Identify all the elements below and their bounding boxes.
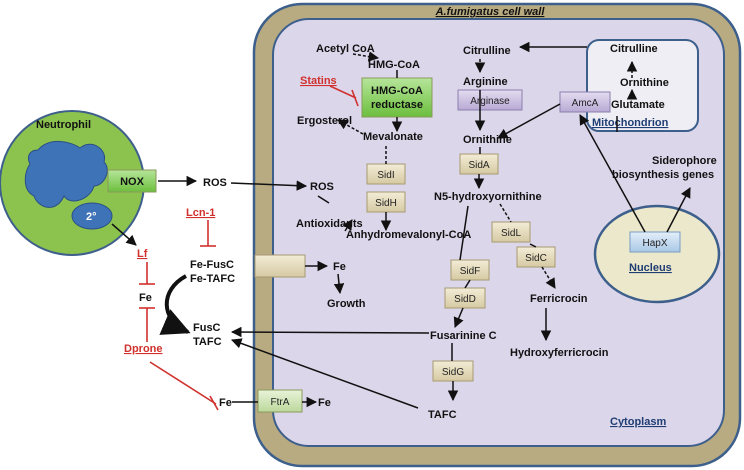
sidc-label: SidC xyxy=(525,253,547,264)
nucleus-label: Nucleus xyxy=(629,262,672,274)
hapx-box xyxy=(629,231,681,253)
sida-label: SidA xyxy=(468,160,489,171)
ferricrocin: Ferricrocin xyxy=(530,293,588,305)
ftra-box xyxy=(257,389,303,413)
hmgcoa-reductase-label-2: reductase xyxy=(371,99,423,111)
hydroxyferricrocin: Hydroxyferricrocin xyxy=(510,347,609,359)
amca-box xyxy=(559,91,611,113)
arginine: Arginine xyxy=(463,76,508,88)
n5-hydroxyornithine: N5-hydroxyornithine xyxy=(434,191,542,203)
inhibition-lines xyxy=(139,85,359,411)
amca-label: AmcA xyxy=(572,98,599,109)
arginase-box xyxy=(457,89,523,111)
fe-tafc: Fe-TAFC xyxy=(190,273,235,285)
sidg-label: SidG xyxy=(442,367,464,378)
hmg-coa: HMG-CoA xyxy=(368,59,420,71)
citrulline: Citrulline xyxy=(463,45,511,57)
growth: Growth xyxy=(327,298,366,310)
tafc-inside: TAFC xyxy=(428,409,457,421)
hapx-label: HapX xyxy=(642,238,667,249)
mitochondrion xyxy=(586,39,699,132)
fusarinine-c: Fusarinine C xyxy=(430,330,497,342)
mito-ornithine: Ornithine xyxy=(620,77,669,89)
anhydromevalonyl-coa: Anhydromevalonyl-CoA xyxy=(346,229,471,241)
granule-label: 2° xyxy=(86,211,97,223)
tafc-outside: TAFC xyxy=(193,336,222,348)
fe-low: Fe xyxy=(219,397,232,409)
sidi-label: SidI xyxy=(377,170,394,181)
lf-label: Lf xyxy=(137,248,148,260)
neutrophil-nucleus xyxy=(24,141,108,208)
nucleus xyxy=(593,204,721,304)
siderophore-genes-1: Siderophore xyxy=(652,155,717,167)
dprone-label: Dprone xyxy=(124,343,163,355)
ergosterol: Ergosterol xyxy=(297,115,352,127)
nox-box xyxy=(107,169,157,193)
acetyl-coa: Acetyl CoA xyxy=(316,43,375,55)
mito-citrulline: Citrulline xyxy=(610,43,658,55)
sidf-label: SidF xyxy=(460,266,481,277)
statins-label: Statins xyxy=(300,75,337,87)
fe-mid: Fe xyxy=(139,292,152,304)
cytoplasm-label: Cytoplasm xyxy=(610,416,666,428)
granule xyxy=(71,202,113,230)
transporter-box xyxy=(254,254,306,278)
nox-label: NOX xyxy=(120,176,145,188)
hmgcoa-reductase-label-1: HMG-CoA xyxy=(371,85,423,97)
siderophore-genes-2: biosynthesis genes xyxy=(612,169,714,181)
ros-outside: ROS xyxy=(203,177,227,189)
sidd-label: SidD xyxy=(454,294,476,305)
fe-ftra: Fe xyxy=(318,397,331,409)
cell-wall-title: A.fumigatus cell wall xyxy=(435,6,546,18)
lcn1-label: Lcn-1 xyxy=(186,207,215,219)
neutrophil-label: Neutrophil xyxy=(36,119,91,131)
mevalonate: Mevalonate xyxy=(363,131,423,143)
sidl-label: SidL xyxy=(501,228,521,239)
ftra-label: FtrA xyxy=(271,397,290,408)
hmgcoa-reductase-box xyxy=(361,77,433,118)
ornithine: Ornithine xyxy=(463,134,512,146)
fusc: FusC xyxy=(193,322,221,334)
arginase-label: Arginase xyxy=(470,96,510,107)
ros-inside: ROS xyxy=(310,181,334,193)
fe-inside: Fe xyxy=(333,261,346,273)
fe-fusc: Fe-FusC xyxy=(190,259,234,271)
mitochondrion-label: Mitochondrion xyxy=(592,117,669,129)
mito-glutamate: Glutamate xyxy=(611,99,665,111)
sidh-label: SidH xyxy=(375,198,397,209)
arrows xyxy=(111,41,691,409)
